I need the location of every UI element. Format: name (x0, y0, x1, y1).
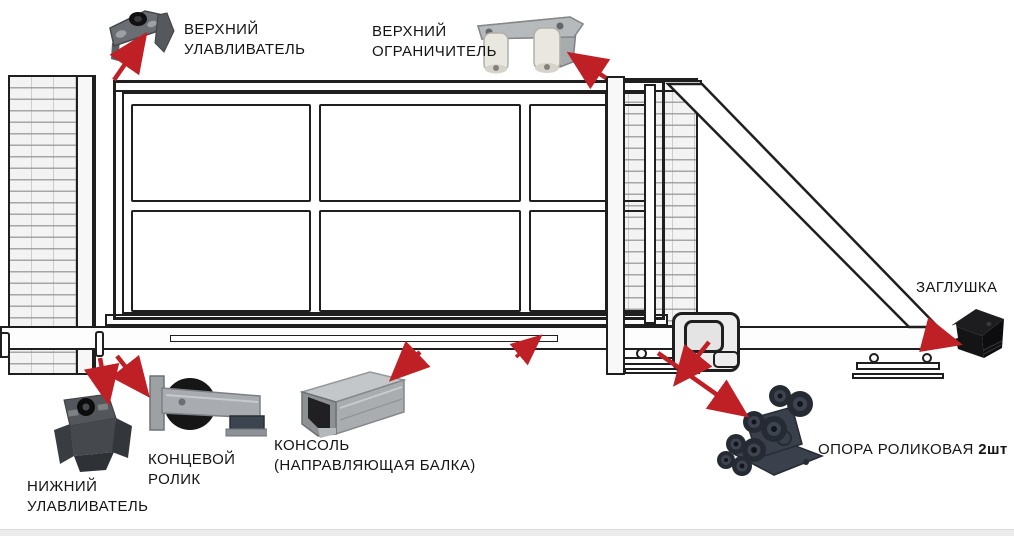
end-roller-photo (149, 375, 267, 437)
gate-panel (529, 210, 647, 312)
console-beam-photo (299, 371, 407, 438)
console-rail-slot (170, 335, 558, 342)
guide-post (606, 76, 625, 375)
roller-support-photo (717, 385, 825, 476)
under-roller-base (852, 373, 944, 379)
arrow-end-roller (110, 354, 150, 398)
end-cap-photo (948, 309, 1004, 358)
upper-limiter-photo (477, 16, 585, 74)
carriage-cover-tab (713, 351, 739, 368)
edge-catcher-mark (0, 332, 10, 358)
roller-support-label: ОПОРА РОЛИКОВАЯ 2шт (818, 441, 1008, 458)
gate-right-member (644, 84, 656, 324)
upper-catcher-photo (109, 10, 175, 61)
carriage-cover-window (684, 320, 724, 353)
end-roller-label: КОНЦЕВОЙ РОЛИК (148, 451, 236, 488)
lower-catcher-label: НИЖНИЙ УЛАВЛИВАТЕЛЬ (27, 478, 149, 515)
gate-outer-frame (113, 80, 665, 320)
upper-limiter-label: ВЕРХНИЙ ОГРАНИЧИТЕЛЬ (372, 23, 497, 60)
console-rail (0, 326, 938, 350)
gate-panel (529, 104, 647, 202)
gate-panel (131, 210, 311, 312)
under-roller-plate (856, 362, 940, 370)
gate-panel (131, 104, 311, 202)
bottom-strip (0, 529, 1014, 536)
end-cap-label: ЗАГЛУШКА (916, 279, 998, 296)
console-label: КОНСОЛЬ (НАПРАВЛЯЮЩАЯ БАЛКА) (274, 437, 476, 474)
upper-catcher-label: ВЕРХНИЙ УЛАВЛИВАТЕЛЬ (184, 21, 306, 58)
gate-panel (319, 104, 521, 202)
gate-panel (319, 210, 521, 312)
lower-catcher-photo (54, 393, 132, 472)
pillar-catcher-mark (95, 331, 104, 357)
